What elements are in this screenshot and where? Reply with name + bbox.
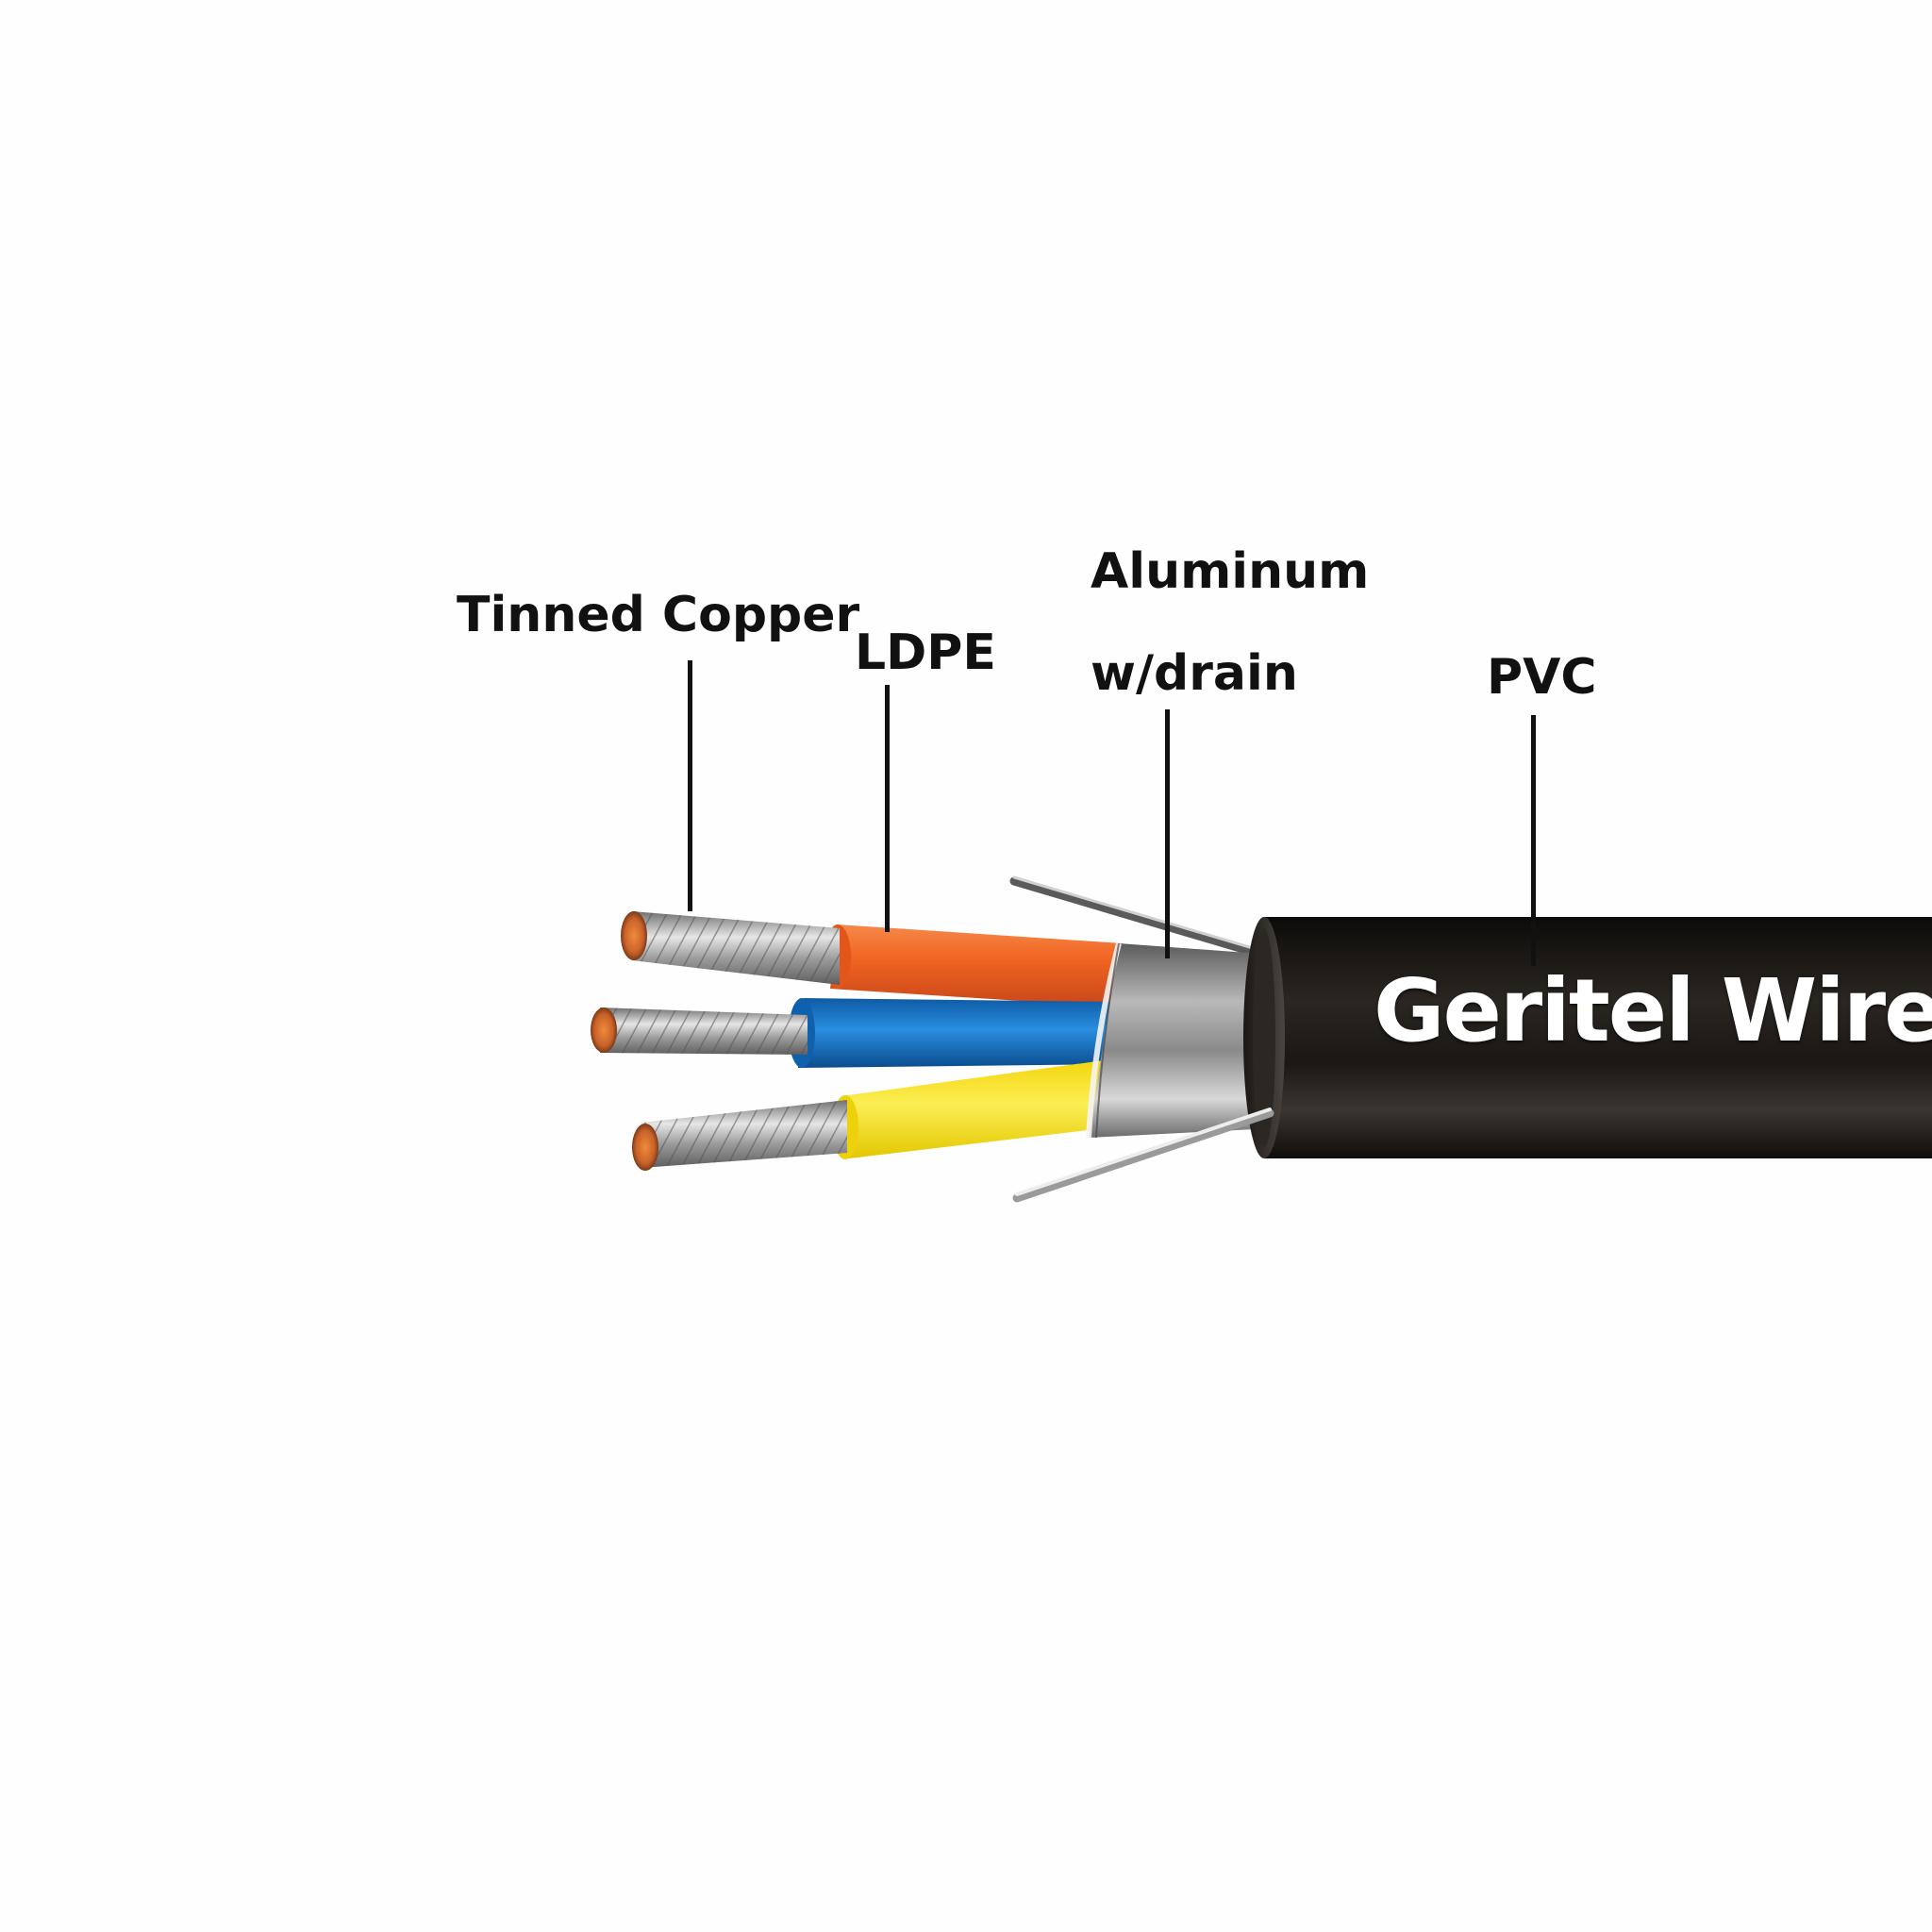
label-tinned-copper: Tinned Copper <box>457 587 860 643</box>
label-aluminum: Aluminum <box>1091 543 1370 600</box>
aluminum-foil-shield <box>1086 942 1274 1139</box>
drain-wire-upper <box>1009 876 1267 959</box>
drain-wire-lower <box>1012 1108 1274 1203</box>
label-pvc: PVC <box>1487 649 1597 706</box>
label-drain: w/drain <box>1091 645 1298 702</box>
leader-line-pvc <box>1531 715 1536 966</box>
leader-line-ldpe <box>885 685 890 932</box>
leader-line-tinned-copper <box>688 660 692 911</box>
label-ldpe: LDPE <box>855 625 996 681</box>
brand-name: Geritel Wire <box>1374 960 1932 1061</box>
orange-conductor <box>621 911 1123 1008</box>
yellow-conductor <box>632 1060 1104 1171</box>
leader-line-aluminum <box>1165 709 1170 958</box>
pvc-jacket <box>1243 917 1932 1158</box>
blue-conductor <box>591 998 1123 1068</box>
